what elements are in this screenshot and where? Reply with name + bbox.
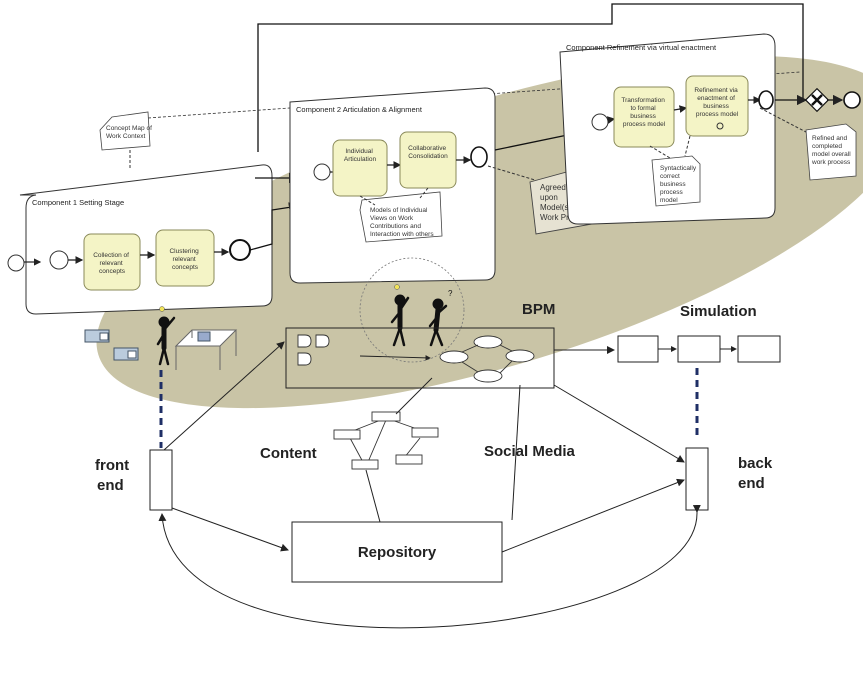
component-1-title: Component 1 Setting Stage	[32, 198, 124, 207]
start-event-outer	[7, 254, 25, 272]
content-network	[333, 411, 439, 470]
sim-box-1	[617, 335, 659, 363]
social-media-label: Social Media	[484, 443, 576, 460]
svg-text:?: ?	[448, 289, 453, 298]
simulation-label: Simulation	[680, 303, 757, 320]
c3-task1-text: Transformation to formal business proces…	[621, 97, 666, 128]
back-end-label: back end	[738, 455, 776, 492]
component-1: Component 1 Setting Stage Collection of …	[19, 164, 273, 315]
feedback-loop-line	[257, 3, 804, 152]
concept-map-note: Concept Map of Work Context	[99, 111, 154, 151]
component-2-title: Component 2 Articulation & Alignment	[296, 105, 423, 114]
front-end-box	[149, 449, 173, 511]
component-3: Component Refinement via virtual enactme…	[559, 33, 776, 225]
person-icon-question: ?	[428, 289, 453, 347]
svg-text:Concept Map of Work Cont: Concept Map of Work Context	[106, 125, 154, 140]
c2-task2-text: Collaborative Consolidation	[408, 145, 448, 160]
svg-text:Models of Individual Vie: Models of Individual Views on Work Contr…	[370, 207, 434, 238]
content-label: Content	[260, 445, 317, 462]
refined-note: Refined and completed model overall work…	[805, 123, 857, 181]
c3-task2-text: Refinement via enactment of business pro…	[694, 87, 739, 118]
component-3-title: Component Refinement via virtual enactme…	[566, 43, 717, 52]
repository-label: Repository	[358, 544, 437, 561]
person-icon-presenter	[156, 306, 176, 366]
front-end-label: front end	[95, 457, 133, 494]
bpm-label: BPM	[522, 301, 555, 318]
c2-task1-text: Individual Articulation	[344, 148, 377, 163]
person-icon-thinking	[390, 284, 410, 347]
end-event	[843, 91, 861, 109]
bpm-box	[285, 327, 555, 389]
table-icon	[174, 329, 238, 370]
bottom-loop-arc	[158, 504, 701, 629]
bpm-shapes	[297, 334, 535, 383]
svg-text:Agreed - upon Mode: Agreed - upon Model(s) of Work Process	[540, 183, 590, 222]
c1-task1-text: Collection of relevant concepts	[93, 252, 131, 275]
card-icons	[84, 329, 139, 361]
svg-text:Syntactically correct: Syntactically correct business process m…	[660, 165, 698, 204]
flow-c1-c2	[249, 202, 300, 251]
gateway-x	[804, 87, 830, 113]
back-end-box	[685, 447, 709, 511]
syntactic-note: Syntactically correct business process m…	[651, 155, 701, 207]
collaboration-circle	[359, 257, 465, 363]
svg-text:Refined and completed: Refined and completed model overall work…	[811, 135, 852, 166]
sim-box-2	[677, 335, 721, 363]
models-views-note: Models of Individual Views on Work Contr…	[359, 191, 443, 243]
repository-box	[291, 521, 503, 583]
component-2: Component 2 Articulation & Alignment Ind…	[289, 87, 496, 284]
c1-task2-text: Clustering relevant concepts	[169, 248, 200, 271]
sim-box-3	[737, 335, 781, 363]
